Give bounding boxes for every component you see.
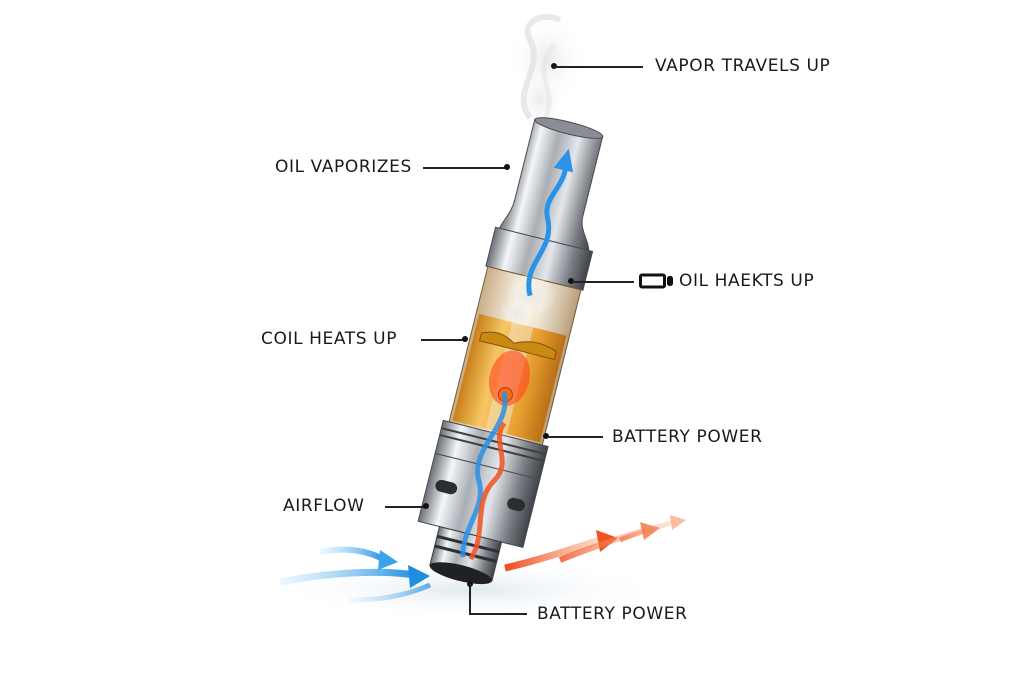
label-oil-heats-up: OIL HAEKTS UP (639, 271, 814, 291)
leader-line-battery-lower (469, 613, 527, 615)
label-vapor-travels-up: VAPOR TRAVELS UP (655, 56, 831, 76)
leader-line-coil (421, 339, 465, 341)
leader-dot-battery-upper (543, 433, 549, 439)
hot-air-arrows (504, 515, 686, 572)
leader-dot-oil-heats (568, 278, 574, 284)
leader-dot-vapor (551, 63, 557, 69)
leader-dot-airflow (423, 503, 429, 509)
vapor-plume (508, 12, 588, 130)
battery-icon (639, 273, 673, 289)
leader-vline-battery-lower (469, 584, 471, 614)
label-battery-power-lower: BATTERY POWER (537, 604, 688, 624)
leader-dot-oil-vaporizes (504, 164, 510, 170)
label-airflow: AIRFLOW (283, 496, 365, 516)
label-battery-power-upper: BATTERY POWER (612, 427, 763, 447)
leader-line-vapor (555, 66, 643, 68)
leader-line-oil-heats (572, 281, 634, 283)
leader-dot-coil (462, 336, 468, 342)
leader-line-airflow (385, 506, 425, 508)
leader-line-battery-upper (547, 436, 603, 438)
label-oil-heats-up-text: OIL HAEKTS UP (679, 271, 815, 291)
label-oil-vaporizes: OIL VAPORIZES (275, 157, 412, 177)
label-coil-heats-up: COIL HEATS UP (261, 329, 398, 349)
leader-line-oil-vaporizes (423, 167, 507, 169)
cold-air-arrows (279, 546, 432, 603)
